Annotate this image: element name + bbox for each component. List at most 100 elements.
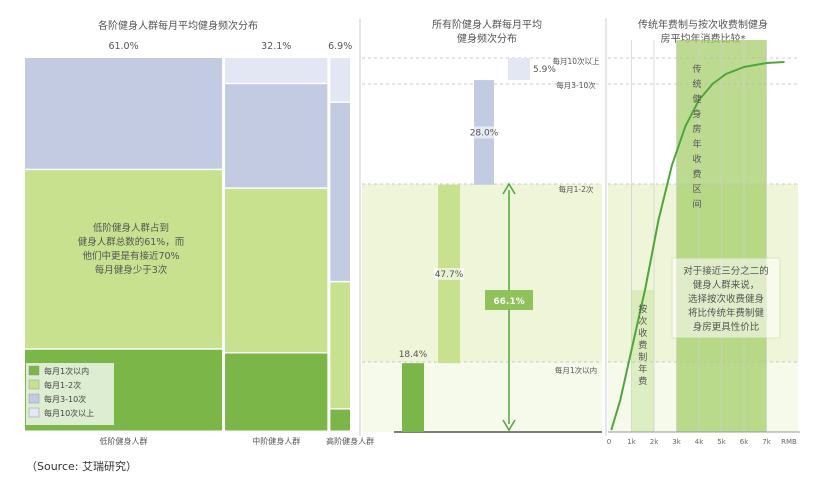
annotation-background	[68, 208, 194, 284]
category-label: 高阶健身人群	[326, 436, 374, 446]
title-line: 健身频次分布	[457, 32, 517, 45]
marimekko-segment	[25, 58, 223, 169]
vertical-label-char: 费	[692, 168, 701, 180]
chart1-title: 各阶健身人群每月平均健身频次分布	[98, 19, 258, 32]
legend-label: 每月1-2次	[44, 380, 81, 390]
grid-lines	[608, 40, 800, 433]
row-label: 每月10次以上	[552, 56, 600, 66]
vertical-label-char: 年	[692, 138, 701, 150]
row-backgrounds	[362, 57, 602, 433]
bracket-badge	[485, 290, 533, 310]
legend-background	[26, 363, 114, 425]
legend-swatch	[28, 365, 40, 376]
waterfall-bars: 18.4% 47.7% 28.0% 5.9%	[399, 58, 561, 432]
value-label-bg	[531, 63, 561, 76]
value-label: 18.4%	[399, 350, 428, 360]
legend-swatch	[28, 407, 40, 418]
marimekko-segment	[225, 353, 328, 431]
x-tick-label: 3k	[672, 438, 681, 446]
row-label: 每月1-2次	[559, 184, 594, 194]
chart2-title: 所有阶健身人群每月平均健身频次分布	[432, 18, 542, 45]
row-label: 每月3-10次	[556, 80, 596, 90]
value-label: 5.9%	[533, 65, 556, 75]
marimekko-segment	[225, 84, 328, 188]
vertical-label-char: 传	[692, 63, 701, 75]
annotation-text: 低阶健身人群占到健身人群总数的61%，而他们中更是有接近70% 每月健身少于3次	[78, 222, 185, 276]
row-label: 每月1次以内	[555, 365, 597, 375]
x-tick-label: 6k	[740, 438, 749, 446]
vertical-label-char: 统	[692, 78, 701, 90]
marimekko-segment	[330, 409, 350, 431]
annotation-line: 对于接近三分之二的	[683, 265, 769, 277]
annotation-background	[671, 257, 781, 339]
annotation-box: 对于接近三分之二的健身人群来说， 选择按次收费健身将比传统年费制健身房更具性价比	[671, 257, 781, 339]
legend-label: 每月10次以上	[44, 408, 94, 418]
x-tick-label: 5k	[717, 438, 726, 446]
legend-swatch	[28, 379, 40, 390]
width-label: 6.9%	[328, 41, 352, 52]
category-labels: 低阶健身人群 中阶健身人群 高阶健身人群	[100, 436, 375, 446]
value-label: 28.0%	[470, 128, 499, 138]
annotation-line: 健身人群来说，	[693, 279, 760, 291]
bracket-label: 66.1%	[493, 297, 524, 307]
vertical-label-char: 间	[692, 198, 701, 210]
width-label: 32.1%	[261, 41, 291, 52]
vertical-label-char: 房	[692, 123, 701, 135]
waterfall-bar	[508, 58, 530, 81]
marimekko-segment	[330, 58, 350, 102]
segment-width-labels: 61.0% 32.1% 6.9%	[108, 41, 352, 52]
width-label: 61.0%	[108, 41, 138, 52]
annotation-line: 身房更具性价比	[693, 321, 760, 333]
annotation-line: 他们中更是有接近70%	[82, 250, 179, 262]
legend-swatch	[28, 393, 40, 404]
price-bands	[608, 40, 798, 432]
annotation-text: 对于接近三分之二的健身人群来说， 选择按次收费健身将比传统年费制健身房更具性价比	[683, 265, 769, 333]
value-label-bg	[469, 126, 499, 139]
bracket-arrow-up	[502, 182, 516, 195]
category-label: 中阶健身人群	[252, 436, 300, 446]
annotation-line: 低阶健身人群占到	[93, 222, 169, 234]
cumulative-curve	[610, 61, 785, 431]
x-tick-label: 4k	[695, 438, 704, 446]
annotation-line: 选择按次收费健身	[688, 293, 764, 305]
bracket-arrow-down	[502, 419, 516, 432]
x-tick-label: 7k	[762, 438, 771, 446]
marimekko-segment	[330, 102, 350, 281]
vertical-label-char: 身	[692, 108, 701, 120]
value-label: 47.7%	[435, 270, 464, 280]
title-line: 所有阶健身人群每月平均	[432, 18, 542, 31]
vertical-label-char: 区	[692, 184, 701, 195]
annotation-line: 健身人群总数的61%，而	[78, 236, 185, 248]
vertical-label-char: 年	[638, 363, 647, 375]
legend-label: 每月3-10次	[44, 394, 86, 404]
vertical-label-char: 收	[692, 153, 701, 165]
vertical-label-char: 健	[692, 93, 701, 105]
marimekko-segment	[225, 188, 328, 352]
row-band	[362, 184, 602, 362]
annotation-box: 低阶健身人群占到健身人群总数的61%，而他们中更是有接近70% 每月健身少于3次	[68, 208, 194, 284]
annotation-line: 将比传统年费制健	[688, 307, 765, 319]
vertical-label-char: 费	[638, 375, 647, 387]
legend-label: 每月1次以内	[44, 366, 89, 376]
category-label: 低阶健身人群	[100, 436, 148, 446]
x-tick-label: 1k	[627, 438, 636, 446]
marimekko-segment	[225, 58, 328, 83]
marimekko-segment	[330, 282, 350, 409]
marimekko-chart: 各阶健身人群每月平均健身频次分布 61.0% 32.1% 6.9% 低阶健身人群 中阶…	[25, 19, 374, 446]
vertical-label-char: 收	[638, 327, 647, 339]
annotation-line: 每月健身少于3次	[95, 264, 168, 276]
vertical-label-char: 费	[638, 339, 647, 351]
vertical-label-char: 制	[638, 351, 647, 363]
vertical-label-char: 按	[638, 303, 647, 315]
waterfall-chart: 所有阶健身人群每月平均健身频次分布 18.4% 47.7% 28.0% 5.9% 每月…	[362, 18, 602, 433]
title-line: 传统年费制与按次收费制健身	[638, 18, 768, 31]
bracket-66-1: 66.1%	[485, 182, 533, 432]
value-label-bg	[434, 267, 464, 280]
source-note: （Source: 艾瑞研究）	[26, 460, 137, 473]
x-tick-label: RMB	[781, 438, 797, 446]
